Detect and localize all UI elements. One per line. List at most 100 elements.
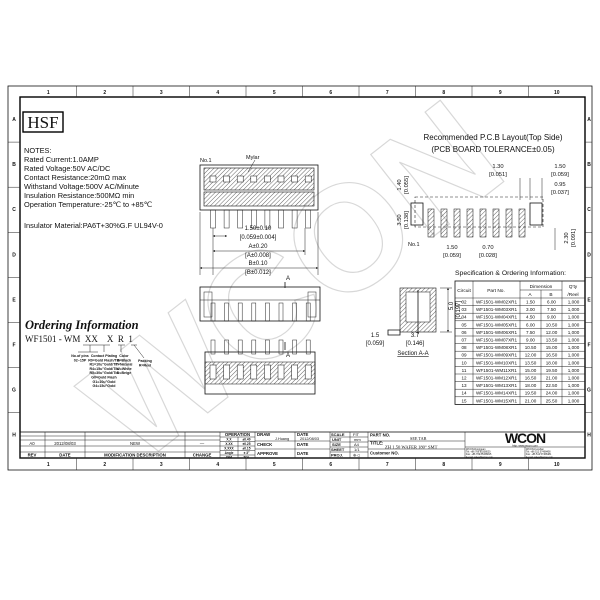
contact-dongguan: Tel: +86 769 85338020 (466, 451, 491, 454)
a-dim: A±0.20 (249, 244, 269, 250)
date-label: DATE (297, 451, 309, 456)
column-label: 4 (216, 90, 219, 96)
pcb-pad (505, 208, 513, 238)
ordering-legend-line: Contact Plating (91, 354, 117, 358)
scale-label: SCALE (331, 432, 345, 437)
pcb-dim: 1.40 (397, 179, 403, 190)
pin (251, 209, 257, 229)
draw-label: DRAW (257, 432, 271, 437)
pin (292, 302, 297, 322)
table-cell: 1,000 (568, 322, 580, 327)
proj-label: PROJ. (331, 453, 343, 458)
table-cell: 1,000 (568, 398, 580, 403)
ordering-legend-line: Packing (138, 359, 152, 363)
date-header: DATE (59, 453, 71, 458)
ordering-legend-line: B=Black (117, 358, 131, 362)
column-label: 7 (386, 462, 389, 468)
pin (265, 302, 270, 322)
tolerance-value: ±0.25 (243, 442, 251, 446)
table-cell: 1.50 (526, 300, 535, 305)
pcb-dim: [0.091] (571, 229, 577, 247)
b-dim: B±0.10 (249, 261, 269, 267)
pin (210, 209, 216, 229)
pcb-layout: Recommended P.C.B Layout(Top Side) (PCB … (397, 133, 577, 259)
table-cell: 1,000 (568, 338, 580, 343)
contact-kunshan: Fax: +86 512 57468481 (526, 453, 552, 456)
column-label: 6 (329, 462, 332, 468)
contact (291, 364, 298, 380)
table-cell: WF1501-WM05XR1 (476, 322, 518, 327)
table-cell: WF1501-WM07XR1 (476, 338, 518, 343)
pcb-dim: 3.50 (397, 214, 403, 225)
tolerance-label: X.X (226, 438, 232, 442)
contact (236, 175, 244, 183)
pcb-dim: [0.138] (404, 211, 410, 229)
contact (291, 175, 298, 183)
bottom-view (204, 339, 316, 395)
contact (304, 175, 312, 183)
column-label: 5 (273, 462, 276, 468)
column-label: 8 (442, 90, 445, 96)
table-cell: WF1501-WM14XR1 (476, 391, 518, 396)
proj-symbol: ⊕◁ (353, 453, 360, 458)
contact (250, 175, 258, 183)
column-label: 10 (554, 462, 560, 468)
tolerance-value: ± 3° (244, 451, 250, 455)
table-cell: WF1501-WM04XR1 (476, 315, 518, 320)
table-cell: 12.00 (546, 330, 558, 335)
approve-label: APPROVE (257, 451, 278, 456)
pin (210, 302, 216, 322)
spec-title: Specification & Ordering Information: (455, 270, 566, 277)
pin (223, 209, 230, 229)
pin (291, 209, 298, 229)
note-insulator: Insulator Material:PA6T+30%G.F UL94V-0 (24, 221, 163, 230)
rev-date: 2012/08/03 (54, 441, 76, 446)
company-logo: WCON (505, 430, 546, 446)
header-qty: Q'ty (569, 284, 578, 290)
notes: NOTES: Rated Current:1.0AMP Rated Voltag… (24, 146, 163, 230)
ordering-legend-line: T=Natural (116, 363, 133, 367)
part-no-label: PART NO. (370, 433, 390, 438)
table-cell: 1,000 (568, 391, 580, 396)
table-cell: 1,000 (568, 345, 580, 350)
pcb-pad (518, 208, 526, 238)
pin (278, 209, 284, 229)
ordering-legend-line: G4=15u"Gold (93, 384, 116, 388)
column-label: 9 (499, 462, 502, 468)
table-cell: WF1501-WM15XR1 (476, 398, 518, 403)
row-label: A (587, 117, 591, 123)
unit-value: mm (354, 437, 361, 442)
rev-header: REV (28, 453, 37, 458)
table-cell: 09 (461, 353, 467, 358)
column-label: 3 (160, 462, 163, 468)
section-dim: [0.197] (456, 300, 462, 319)
ordering-legend-line: G0=Gold Flash (91, 376, 116, 380)
table-cell: WF1501-WM11XR1 (476, 368, 517, 373)
table-cell: 1,000 (568, 307, 580, 312)
tolerance-value: ±0.40 (243, 438, 251, 442)
title-block: A0 2012/08/03 NEW — REV DATE MODIFICATIO… (19, 430, 586, 460)
pin (251, 339, 257, 355)
table-cell: 10 (461, 360, 467, 365)
section-dim: 5.0 (449, 301, 455, 310)
pitch-dim: 1.50±0.10 (245, 226, 272, 232)
pcb-subtitle: (PCB BOARD TOLERANCE±0.05) (431, 145, 555, 154)
header-dimension: Dimension (530, 284, 553, 290)
hsf-badge: HSF (22, 111, 64, 133)
table-cell: 18.00 (525, 383, 537, 388)
table-cell: 15 (461, 398, 467, 403)
sheet-value: 1/1 (354, 447, 360, 452)
table-cell: WF1501-WM08XR1 (476, 345, 518, 350)
date-label: DATE (297, 432, 309, 437)
b-dim-inch: [B±0.012] (245, 270, 271, 276)
contact-kunshan: Tel: +86 512 57468408 (526, 451, 551, 454)
table-cell: 7.50 (526, 330, 535, 335)
table-cell: WF1501-WM13XR1 (476, 383, 518, 388)
note-line: Insulation Resistance:500MΩ min (24, 191, 134, 200)
table-cell: 15.00 (546, 345, 558, 350)
hsf-label: HSF (27, 113, 58, 132)
row-label: F (12, 343, 15, 349)
